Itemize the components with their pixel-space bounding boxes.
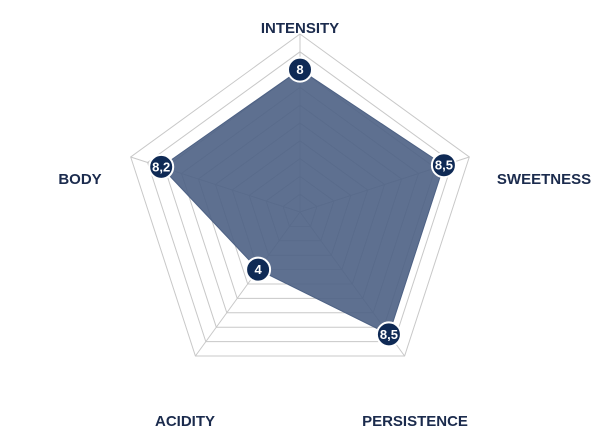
- data-label: 8,5: [435, 158, 453, 173]
- data-point-sweetness: 8,5: [430, 152, 457, 179]
- axis-label-persistence: PERSISTENCE: [362, 413, 468, 430]
- data-point-intensity: 8: [287, 56, 313, 83]
- data-point-marker: [287, 56, 313, 83]
- data-point-marker: [245, 256, 272, 283]
- data-label: 4: [254, 262, 262, 277]
- data-polygon: [160, 68, 445, 336]
- data-label: 8,5: [380, 327, 398, 342]
- axis-label-body: BODY: [58, 171, 101, 188]
- data-label: 8: [296, 62, 303, 77]
- data-markers: 8 8,5 8,5 4 8,2: [148, 56, 457, 348]
- grid-ring: [130, 33, 470, 357]
- data-area: [160, 68, 445, 336]
- data-point-body: 8,2: [148, 153, 175, 180]
- data-label: 8,2: [152, 159, 170, 174]
- data-point-marker: [430, 152, 457, 179]
- data-point-marker: [375, 321, 402, 348]
- axis-label-sweetness: SWEETNESS: [497, 171, 591, 188]
- axis-label-intensity: INTENSITY: [261, 20, 339, 37]
- axis-label-acidity: ACIDITY: [155, 413, 215, 430]
- data-point-acidity: 4: [245, 256, 272, 283]
- grid-ring: [147, 51, 453, 343]
- data-point-persistence: 8,5: [375, 321, 402, 348]
- data-point-marker: [148, 153, 175, 180]
